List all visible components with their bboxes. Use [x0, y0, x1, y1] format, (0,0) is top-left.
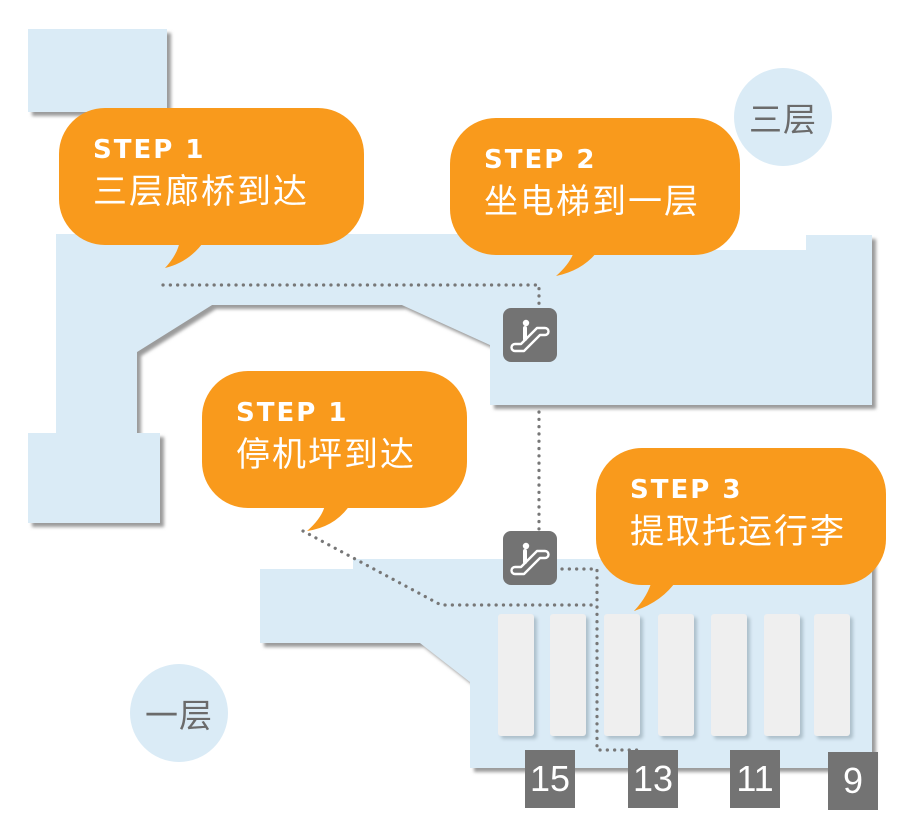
carousel-number-text: 11 — [736, 758, 774, 799]
step-description: 停机坪到达 — [236, 435, 416, 475]
bubble-tail-step2 — [556, 248, 600, 276]
floor-label-1f: 一层 — [130, 664, 228, 762]
carousel-number-15: 15 — [525, 750, 575, 808]
bubble-tail-step1-apron — [307, 505, 350, 531]
carousel-number-13: 13 — [628, 750, 678, 808]
step-number: STEP 1 — [236, 398, 349, 428]
baggage-carousel — [814, 614, 850, 736]
step-description: 三层廊桥到达 — [93, 172, 309, 212]
baggage-carousel — [550, 614, 586, 736]
carousel-number-text: 13 — [632, 758, 674, 799]
route-apron-segment — [301, 529, 599, 607]
route-path — [161, 283, 642, 752]
carousel-number-9: 9 — [828, 752, 878, 810]
step-bubble-baggage-claim: STEP 3 提取托运行李 — [596, 448, 886, 585]
bubble-tails — [165, 240, 677, 611]
floor-label-3f: 三层 — [734, 68, 832, 166]
floor-label-1f-text: 一层 — [145, 696, 213, 735]
bubble-tail-step3 — [634, 580, 677, 611]
step-description: 提取托运行李 — [630, 512, 846, 552]
baggage-carousel — [764, 614, 800, 736]
escalator-icon — [510, 542, 550, 576]
escalator-3f[interactable] — [503, 308, 557, 362]
escalator-icon — [510, 319, 550, 353]
step-bubble-apron-arrival: STEP 1 停机坪到达 — [202, 371, 467, 508]
step-bubble-take-escalator: STEP 2 坐电梯到一层 — [450, 118, 740, 255]
carousel-number-11: 11 — [730, 750, 780, 808]
baggage-carousel — [498, 614, 534, 736]
step-description: 坐电梯到一层 — [484, 182, 700, 222]
bubble-tail-step1-bridge — [165, 240, 205, 268]
baggage-carousel — [658, 614, 694, 736]
upper-floor-plan — [28, 29, 872, 523]
route-lower-segment — [560, 567, 642, 752]
floor-label-3f-text: 三层 — [749, 100, 817, 139]
step-number: STEP 2 — [484, 145, 597, 175]
carousel-number-text: 9 — [842, 760, 864, 801]
route-upper-segment — [161, 283, 541, 314]
baggage-carousel — [711, 614, 747, 736]
step-bubble-bridge-arrival: STEP 1 三层廊桥到达 — [59, 108, 364, 245]
baggage-carousel — [604, 614, 640, 736]
carousel-number-text: 15 — [529, 758, 571, 799]
step-number: STEP 1 — [93, 135, 206, 165]
upper-floor-area — [28, 29, 872, 523]
step-number: STEP 3 — [630, 475, 743, 505]
escalator-1f[interactable] — [503, 531, 557, 585]
